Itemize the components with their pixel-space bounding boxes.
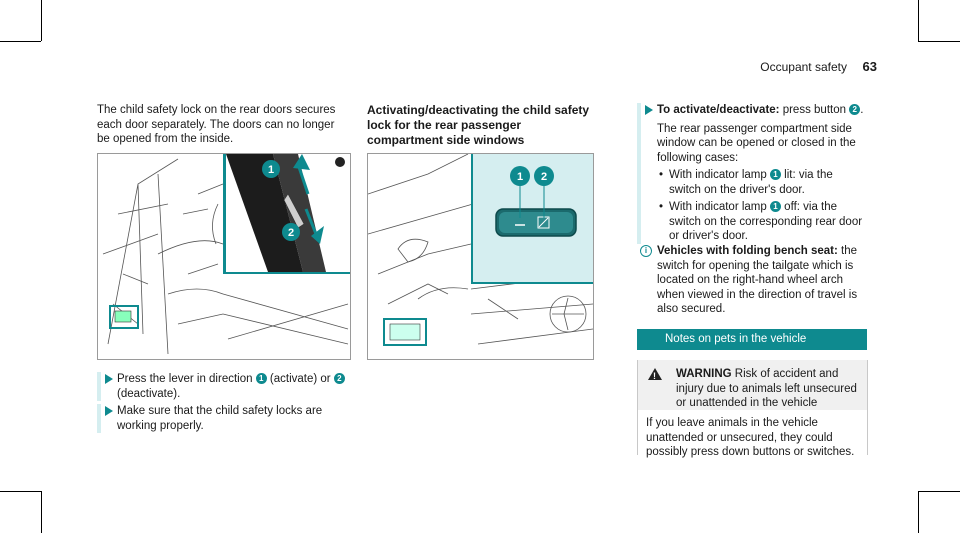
heading-text: Activating/deactivating the child safety… xyxy=(367,103,590,147)
callout-badge: 2 xyxy=(333,373,345,384)
page-number: 63 xyxy=(862,59,877,74)
callout-badge: 1 xyxy=(769,169,781,180)
door-drawing: 1 2 xyxy=(102,154,350,355)
warning-body: If you leave animals in the vehicle unat… xyxy=(646,417,855,458)
activate-step: To activate/deactivate: press button 2. … xyxy=(637,103,867,244)
crop-mark xyxy=(918,41,960,42)
crop-mark xyxy=(918,0,919,41)
crop-mark xyxy=(918,491,919,533)
warning-icon xyxy=(648,368,662,384)
list-item: With indicator lamp 1 off: via the switc… xyxy=(657,200,867,244)
switch-highlight xyxy=(383,318,427,346)
crop-mark xyxy=(41,491,42,533)
callout-1: 1 xyxy=(268,164,274,176)
callout-badge: 2 xyxy=(849,104,861,115)
window-switch-illustration: 1 2 xyxy=(367,153,594,360)
info-icon: i xyxy=(640,245,652,257)
door-illustration: 1 2 xyxy=(97,153,351,360)
cases-paragraph: The rear passenger compartment side wind… xyxy=(657,122,856,164)
switch-drawing: 1 2 xyxy=(368,154,593,346)
callout-1: 1 xyxy=(517,171,523,183)
list-item: With indicator lamp 1 lit: via the switc… xyxy=(657,168,867,197)
section-title: Occupant safety xyxy=(760,60,847,74)
callout-2: 2 xyxy=(541,171,547,183)
warning-box: WARNING Risk of accident and injury due … xyxy=(637,360,868,458)
instruction-step-1: Press the lever in direction 1 (activate… xyxy=(97,372,349,401)
arrow-right-icon xyxy=(105,374,113,384)
lock-highlight xyxy=(109,305,139,329)
intro-text: The child safety lock on the rear doors … xyxy=(97,104,336,145)
callout-badge: 1 xyxy=(769,201,781,212)
intro-paragraph: The child safety lock on the rear doors … xyxy=(97,103,349,147)
arrow-right-icon xyxy=(645,105,653,115)
callout-2: 2 xyxy=(288,227,294,239)
crop-mark xyxy=(0,41,41,42)
callout-badge: 1 xyxy=(255,373,267,384)
section-heading: Activating/deactivating the child safety… xyxy=(367,103,592,148)
crop-mark xyxy=(918,491,960,492)
arrow-right-icon xyxy=(105,406,113,416)
instruction-step-2: Make sure that the child safety locks ar… xyxy=(97,404,349,433)
crop-mark xyxy=(41,0,42,41)
note-block: i Vehicles with folding bench seat: the … xyxy=(640,244,867,317)
crop-mark xyxy=(0,491,41,492)
section-banner: Notes on pets in the vehicle xyxy=(637,329,867,350)
